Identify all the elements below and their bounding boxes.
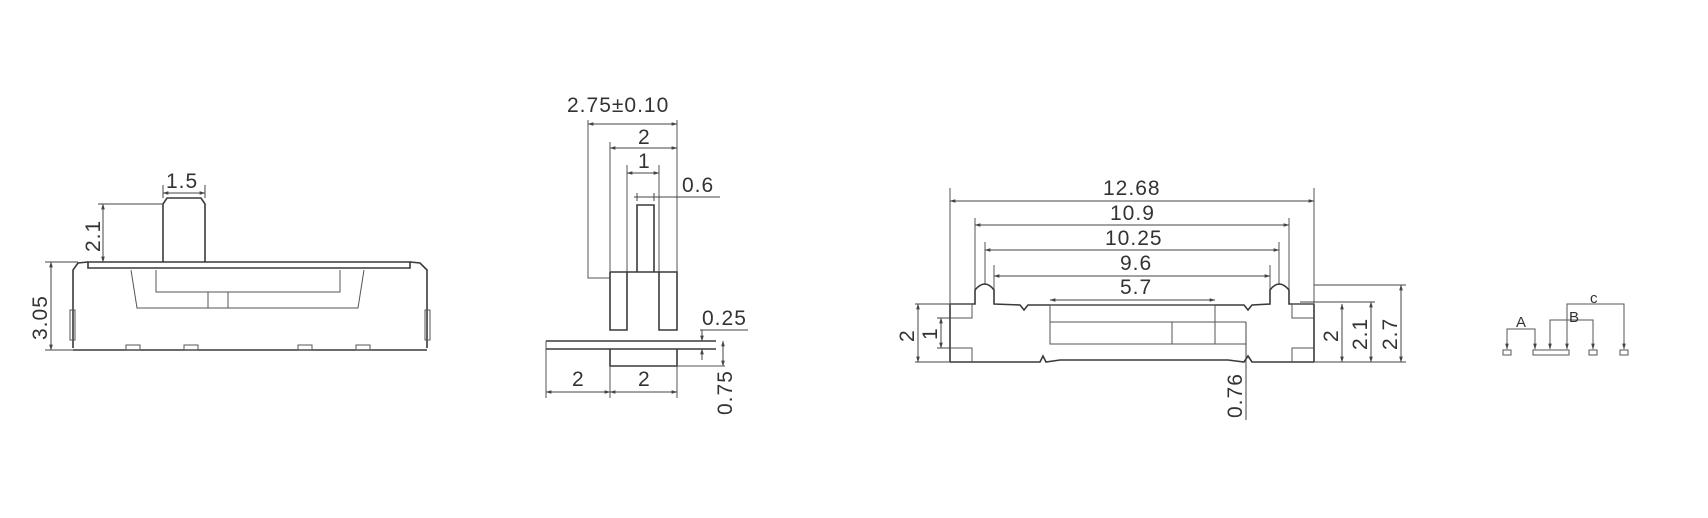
dim-terminal-thickness: 0.25 bbox=[702, 307, 747, 330]
side-view: 2.75±0.10 2 1 0.6 0.25 0.75 2 2 bbox=[545, 94, 748, 415]
dim-total-height: 3.05 bbox=[29, 295, 52, 340]
dim-body-width: 2 bbox=[638, 126, 651, 149]
dim-right-height-2: 2.1 bbox=[1349, 318, 1372, 350]
dim-right-height-3: 2.7 bbox=[1379, 318, 1402, 350]
dim-left-inner: 1 bbox=[919, 327, 942, 340]
dim-right-height-1: 2 bbox=[1320, 329, 1343, 342]
dim-actuator-width: 1.5 bbox=[166, 170, 198, 193]
dim-actuator-height: 2.1 bbox=[82, 220, 105, 252]
dim-overall-width: 2.75±0.10 bbox=[567, 94, 669, 117]
dim-base-height: 0.75 bbox=[714, 370, 737, 415]
schematic-label-a: A bbox=[1516, 314, 1526, 331]
dim-actuator-inner: 0.6 bbox=[682, 174, 714, 197]
dim-body-length: 10.9 bbox=[1110, 202, 1155, 225]
schematic-label-c: c bbox=[1590, 290, 1598, 307]
dim-slot-length: 5.7 bbox=[1120, 276, 1152, 299]
dim-inner-length-1: 10.25 bbox=[1105, 227, 1163, 250]
dim-overall-length: 12.68 bbox=[1103, 177, 1161, 200]
dim-left-height: 2 bbox=[896, 329, 919, 342]
dim-foot-right: 2 bbox=[638, 368, 651, 391]
dim-actuator-width-side: 1 bbox=[638, 150, 651, 173]
switch-schematic: A B c bbox=[1502, 290, 1629, 356]
dim-inner-length-2: 9.6 bbox=[1120, 252, 1152, 275]
dim-bottom-offset: 0.76 bbox=[1224, 373, 1247, 418]
dim-foot-left: 2 bbox=[572, 368, 585, 391]
front-view: 1.5 2.1 3.05 bbox=[29, 170, 431, 351]
top-view: 12.68 10.9 10.25 9.6 5.7 2 1 0.76 2 2.1 … bbox=[896, 177, 1406, 420]
schematic-label-b: B bbox=[1569, 309, 1579, 326]
